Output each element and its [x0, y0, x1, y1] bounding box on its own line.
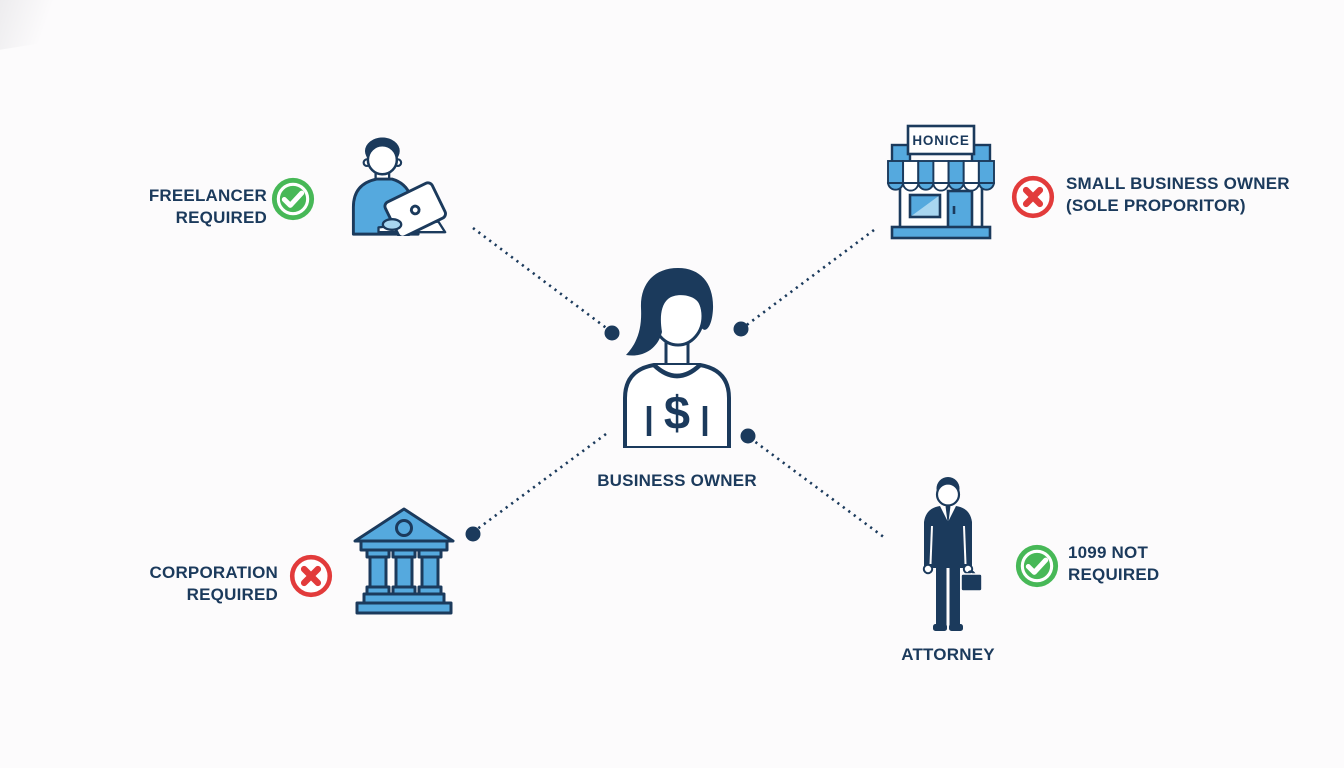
connector-freelancer — [472, 226, 610, 332]
connector-dot — [733, 321, 749, 337]
business-owner-label: BUSINESS OWNER — [577, 470, 777, 492]
attorney-icon — [922, 477, 983, 631]
cross-icon — [289, 554, 333, 598]
freelancer-label: FREELANCER REQUIRED — [97, 185, 267, 229]
check-icon — [271, 177, 315, 221]
bank-building-icon — [353, 507, 455, 615]
corporation-label-line2: REQUIRED — [186, 585, 278, 604]
small-business-owner-label: SMALL BUSINESS OWNER (SOLE PROPORITOR) — [1066, 173, 1290, 217]
connector-dot — [604, 325, 620, 341]
small-business-owner-label-line1: SMALL BUSINESS OWNER — [1066, 174, 1290, 193]
attorney-1099-label-line1: 1099 NOT — [1068, 543, 1149, 562]
attorney-1099-label: 1099 NOT REQUIRED — [1068, 542, 1159, 586]
attorney-caption: ATTORNEY — [898, 644, 998, 666]
freelancer-label-line2: REQUIRED — [175, 208, 267, 227]
corporation-label-line1: CORPORATION — [149, 563, 278, 582]
small-business-owner-label-line2: (SOLE PROPORITOR) — [1066, 196, 1246, 215]
freelancer-label-line1: FREELANCER — [148, 186, 267, 205]
storefront-icon: HONICE — [886, 124, 996, 240]
business-woman-icon: $ — [623, 268, 731, 448]
check-icon — [1015, 544, 1059, 588]
business-owner-label-text: BUSINESS OWNER — [597, 471, 757, 490]
attorney-1099-label-line2: REQUIRED — [1068, 565, 1160, 584]
corporation-label: CORPORATION REQUIRED — [108, 562, 278, 606]
store-sign-text: HONICE — [912, 133, 969, 148]
freelancer-laptop-icon — [351, 137, 447, 236]
connector-dot — [465, 526, 481, 542]
attorney-caption-text: ATTORNEY — [901, 645, 995, 664]
connector-dot — [740, 428, 756, 444]
svg-text:$: $ — [664, 386, 690, 439]
connector-small-business — [743, 228, 875, 329]
connector-attorney — [749, 436, 886, 540]
cross-icon — [1011, 175, 1055, 219]
